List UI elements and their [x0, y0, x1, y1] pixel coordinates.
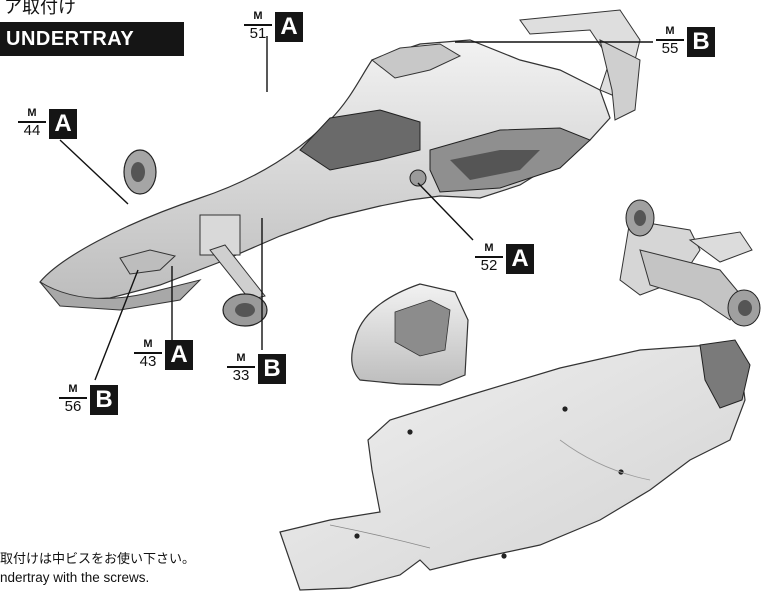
sprue-letter: M — [143, 338, 153, 350]
sprue-id-badge: A — [165, 340, 193, 370]
part-number: 55 — [661, 40, 679, 57]
instruction-note-en: ndertray with the screws. — [0, 570, 150, 585]
part-number: 44 — [23, 122, 41, 139]
fraction-line — [134, 352, 162, 354]
sprue-letter: M — [484, 242, 494, 254]
sprue-letter: M — [68, 383, 78, 395]
sprue-id-badge: B — [90, 385, 118, 415]
part-number-fraction: M 56 — [58, 383, 88, 415]
part-number: 56 — [64, 398, 82, 415]
part-number-fraction: M 52 — [474, 242, 504, 274]
fraction-line — [475, 256, 503, 258]
part-number-fraction: M 43 — [133, 338, 163, 370]
part-number: 33 — [232, 367, 250, 384]
part-number: 43 — [139, 353, 157, 370]
sprue-letter: M — [27, 107, 37, 119]
leader-lines — [59, 36, 653, 381]
sprue-id-badge: A — [275, 12, 303, 42]
sprue-letter: M — [253, 10, 263, 22]
sprue-letter: M — [236, 352, 246, 364]
instruction-note-jp: 取付けは中ビスをお使い下さい。 — [0, 552, 196, 567]
part-number-fraction: M 55 — [655, 25, 685, 57]
chassis-body — [39, 9, 641, 327]
part-number-fraction: M 44 — [17, 107, 47, 139]
sprue-letter: M — [665, 25, 675, 37]
sprue-id-badge: A — [506, 244, 534, 274]
part-number: 52 — [480, 257, 498, 274]
fraction-line — [227, 366, 255, 368]
sprue-id-badge: B — [258, 354, 286, 384]
bodywork-piece — [351, 283, 469, 386]
part-number: 51 — [249, 25, 267, 42]
rear-suspension-assembly — [619, 199, 761, 327]
section-title-jp: ア取付け — [4, 0, 76, 18]
fraction-line — [59, 397, 87, 399]
part-number-fraction: M 33 — [226, 352, 256, 384]
undertray-part — [279, 339, 751, 591]
instruction-note: 取付けは中ビスをお使い下さい。 ndertray with the screws… — [0, 551, 195, 587]
section-title-bar: UNDERTRAY — [0, 22, 184, 56]
part-number-fraction: M 51 — [243, 10, 273, 42]
sprue-id-badge: B — [687, 27, 715, 57]
sprue-id-badge: A — [49, 109, 77, 139]
fraction-line — [656, 39, 684, 41]
fraction-line — [244, 24, 272, 26]
fraction-line — [18, 121, 46, 123]
